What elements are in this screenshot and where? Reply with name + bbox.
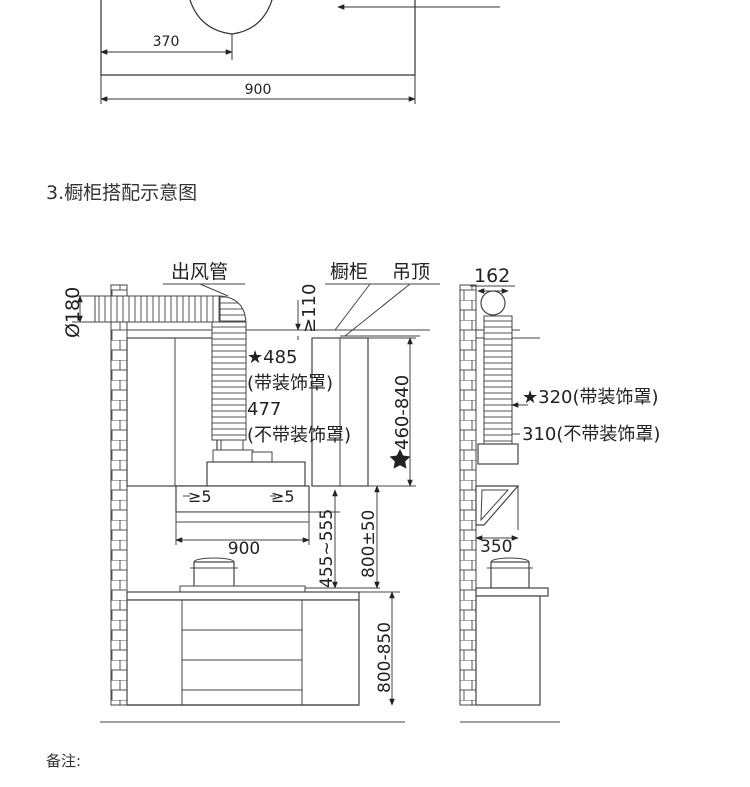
pot-side [490,561,530,589]
label-ceiling: 吊顶 [392,261,430,283]
pot [193,561,235,589]
top-view-partial: 370 900 [100,0,500,104]
notes-title: 备注: [46,752,82,770]
section-title: 3.橱柜搭配示意图 [46,182,198,204]
wall-cabinet-left [126,337,218,487]
dim-900-top: 900 [245,82,272,98]
dim-370: 370 [153,34,180,50]
dim-800-850: 800-850 [375,622,395,693]
dim-350: 350 [480,537,512,557]
label-duct: 出风管 [171,261,228,283]
dim-800-50: 800±50 [359,510,379,578]
star-icon [389,449,411,469]
label-cabinet: 橱柜 [330,261,368,283]
dim-310-without-cover: 310(不带装饰罩) [522,424,660,445]
dim-min-110: ≥110 [299,284,320,333]
front-view: ≥5 ≥5 900 出风管 橱柜 吊顶 [62,261,440,723]
hood-side [475,485,520,526]
note-with-cover: (带装饰罩) [247,373,333,394]
hood-body [206,461,306,487]
dim-gap-left: ≥5 [188,487,212,506]
side-view: 162 350 ★320(带装饰罩) 310(不带装饰罩) [459,265,660,723]
dim-460-840: 460-840 [392,375,413,450]
dim-320-with-cover: ★320(带装饰罩) [522,387,659,408]
base-cabinet-side [475,595,541,706]
dim-width-900: 900 [228,539,260,559]
base-cabinet [126,599,360,706]
dim-diameter-180: Ø180 [62,287,84,338]
exhaust-duct [211,321,247,441]
note-without-cover: (不带装饰罩) [247,425,351,446]
duct-side [483,315,513,445]
dim-162: 162 [474,265,510,287]
dim-455-555: 455~555 [317,509,337,588]
hood-panel [175,485,310,513]
height-without-cover: 477 [247,399,281,420]
countertop [126,591,360,601]
height-with-cover: ★485 [247,347,298,368]
dim-gap-right: ≥5 [271,487,295,506]
brick-wall-side [459,284,477,706]
duct-cross-section [480,290,506,316]
brick-wall [110,284,128,706]
